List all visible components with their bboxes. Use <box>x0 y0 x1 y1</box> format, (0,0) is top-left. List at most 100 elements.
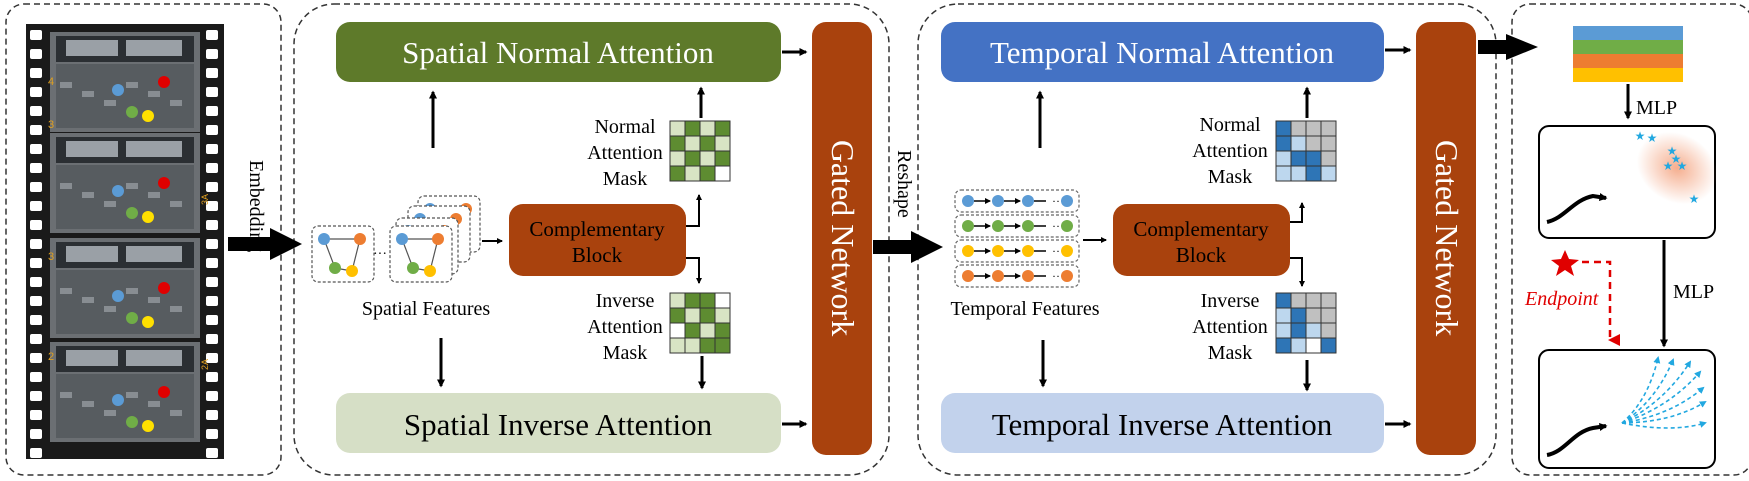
mask-cell <box>1275 307 1292 324</box>
future-trajectory <box>1621 356 1661 424</box>
spatial-features-label: Spatial Features <box>362 298 491 320</box>
sequence-node <box>1061 195 1073 207</box>
sprocket-hole <box>30 182 42 192</box>
spatial-inverse-mask-label-3: Mask <box>603 342 647 364</box>
sequence-node <box>1061 220 1073 232</box>
temporal-block-line2: Block <box>1176 243 1227 267</box>
mask-cell <box>1290 292 1307 309</box>
frame-number: 3 <box>48 119 54 131</box>
agent-dot <box>158 282 170 294</box>
mask-cell <box>684 337 701 354</box>
sprocket-hole <box>206 106 218 116</box>
temporal-features: ············ <box>954 189 1080 288</box>
mask-cell <box>1305 165 1322 182</box>
agent-dot <box>142 211 154 223</box>
spatial-graph <box>389 225 453 283</box>
sequence-node <box>1061 270 1073 282</box>
sprocket-hole <box>30 87 42 97</box>
ellipsis: ··· <box>373 247 387 262</box>
temporal-complementary-block: Complementary Block <box>1113 204 1290 276</box>
sprocket-hole <box>30 239 42 249</box>
mask-cell <box>1290 322 1307 339</box>
graph-node <box>432 233 444 245</box>
predicted-endpoints: ★★★★★★★ <box>1635 129 1700 206</box>
agent-dot <box>126 207 138 219</box>
ellipsis: ··· <box>1052 194 1064 208</box>
mask-cell <box>1290 337 1307 354</box>
star-icon <box>1551 250 1579 276</box>
spatial-normal-mask-label-1: Normal <box>594 116 656 138</box>
temporal-sequence: ··· <box>954 239 1080 263</box>
sprocket-hole <box>30 68 42 78</box>
sprocket-hole <box>30 125 42 135</box>
agent-dot <box>158 76 170 88</box>
sprocket-hole <box>206 220 218 230</box>
mask-cell <box>684 322 701 339</box>
spatial-normal-mask-label-2: Attention <box>587 142 663 164</box>
agent-dot <box>126 106 138 118</box>
temporal-inverse-mask-label-3: Mask <box>1208 342 1252 364</box>
agent-dot <box>142 110 154 122</box>
temporal-sequence: ··· <box>954 264 1080 288</box>
sequence-node <box>992 195 1004 207</box>
mask-cell <box>699 150 716 167</box>
mask-cell <box>699 322 716 339</box>
video-frame <box>50 133 200 233</box>
mask-cell <box>669 135 686 152</box>
mask-cell <box>1290 120 1307 137</box>
video-frame <box>50 238 200 338</box>
mask-cell <box>1275 150 1292 167</box>
agent-dot <box>158 177 170 189</box>
temporal-sequence: ··· <box>954 189 1080 213</box>
sprocket-hole <box>206 239 218 249</box>
sequence-node <box>962 195 974 207</box>
mask-cell <box>669 337 686 354</box>
sprocket-hole <box>30 372 42 382</box>
frame-number: 3 <box>48 251 54 263</box>
reshape-arrow: Reshape <box>873 150 943 263</box>
endpoint-star-icon: ★ <box>1635 129 1646 143</box>
frame-number: 4 <box>48 76 54 88</box>
temporal-normal-mask-label-3: Mask <box>1208 166 1252 188</box>
spatial-block-line1: Complementary <box>529 217 665 241</box>
graph-node <box>424 265 436 277</box>
mask-cell <box>669 165 686 182</box>
mask-cell <box>684 120 701 137</box>
predicted-trajectories <box>1621 356 1707 429</box>
agent-dot <box>112 185 124 197</box>
agent-dot <box>158 386 170 398</box>
mask-cell <box>669 150 686 167</box>
endpoint-label: Endpoint <box>1524 288 1599 310</box>
ellipsis: ··· <box>1052 269 1064 283</box>
agent-dot <box>112 394 124 406</box>
spatial-arrows <box>429 48 808 428</box>
future-trajectory <box>1621 370 1702 424</box>
mlp-top-label: MLP <box>1636 97 1677 119</box>
mask-cell <box>684 165 701 182</box>
trajectory-plot <box>1538 349 1716 469</box>
sprocket-hole <box>206 372 218 382</box>
sequence-node <box>1022 195 1034 207</box>
mask-cell <box>1290 150 1307 167</box>
spatial-features: ··· <box>311 195 481 283</box>
frame-number: 2 <box>48 351 54 363</box>
sequence-node <box>1022 220 1034 232</box>
sprocket-hole <box>30 315 42 325</box>
sequence-node <box>1061 245 1073 257</box>
spatial-inverse-attention: Spatial Inverse Attention <box>336 393 781 453</box>
mask-cell <box>684 307 701 324</box>
mask-cell <box>714 150 731 167</box>
sequence-node <box>1022 245 1034 257</box>
temporal-features-label: Temporal Features <box>950 298 1099 320</box>
mask-cell <box>1275 165 1292 182</box>
sprocket-hole <box>206 448 218 458</box>
agent-dot <box>112 290 124 302</box>
mask-cell <box>1320 307 1337 324</box>
agent-dot <box>142 420 154 432</box>
sprocket-hole <box>30 391 42 401</box>
sprocket-hole <box>206 68 218 78</box>
history-trajectory <box>1546 423 1608 457</box>
sprocket-hole <box>30 448 42 458</box>
